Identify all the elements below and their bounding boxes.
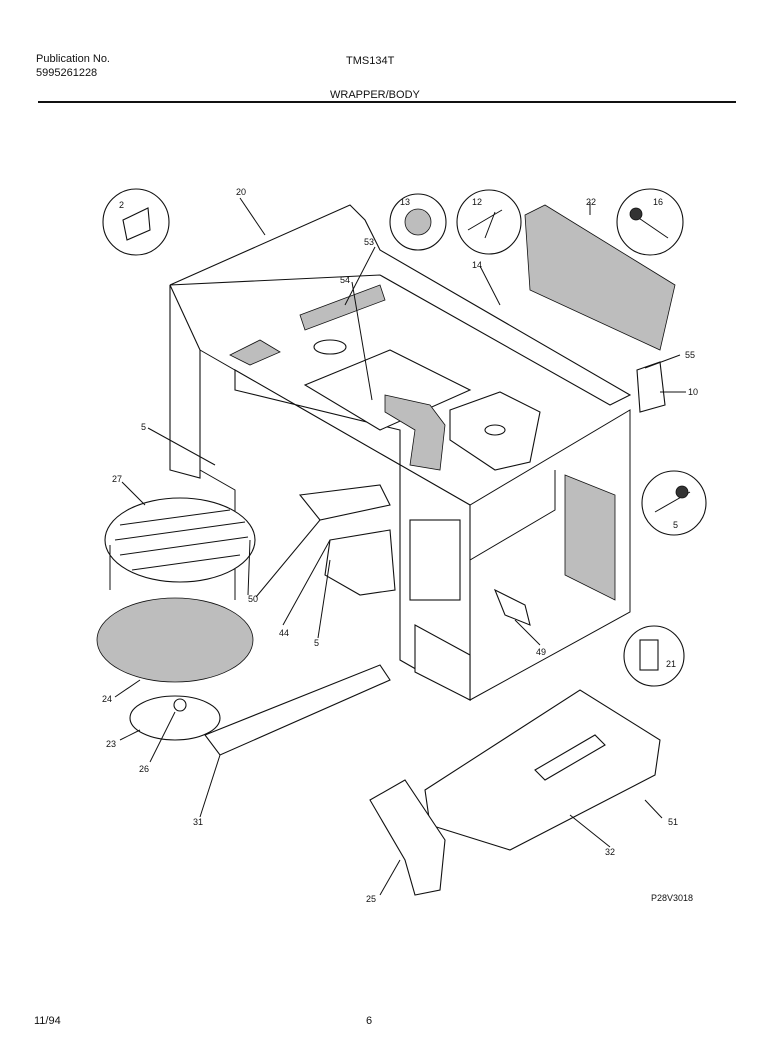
callout-10: 10 — [688, 387, 698, 397]
model-number: TMS134T — [346, 55, 395, 67]
callout-14: 14 — [472, 260, 482, 270]
callout-21: 21 — [666, 659, 676, 669]
callout-13: 13 — [400, 197, 410, 207]
drawing-number: P28V3018 — [651, 893, 693, 903]
callout-44: 44 — [279, 628, 289, 638]
callout-16: 16 — [653, 197, 663, 207]
detail-circles — [102, 188, 707, 687]
leader-lines — [114, 197, 686, 896]
callout-51: 51 — [668, 817, 678, 827]
callout-32: 32 — [605, 847, 615, 857]
callout-53: 53 — [364, 237, 374, 247]
footer-date: 11/94 — [34, 1015, 61, 1027]
callout-2: 2 — [119, 200, 124, 210]
callout-5-right: 5 — [673, 520, 678, 530]
callout-22: 22 — [586, 197, 596, 207]
page-number: 6 — [366, 1015, 373, 1027]
callout-20: 20 — [236, 187, 246, 197]
callout-12: 12 — [472, 197, 482, 207]
header-rule — [38, 101, 736, 103]
callout-23: 23 — [106, 739, 116, 749]
callout-31: 31 — [193, 817, 203, 827]
callout-54: 54 — [340, 275, 350, 285]
turntable-assembly — [96, 497, 256, 741]
callout-25: 25 — [366, 894, 376, 904]
callout-24: 24 — [102, 694, 112, 704]
callout-labels: 2 20 13 12 22 16 53 54 14 55 10 5 27 5 5… — [102, 187, 698, 904]
callout-27: 27 — [112, 474, 122, 484]
callout-55: 55 — [685, 350, 695, 360]
publication-label: Publication No. — [36, 53, 110, 65]
publication-number: 5995261228 — [36, 67, 98, 79]
callout-49: 49 — [536, 647, 546, 657]
section-title: WRAPPER/BODY — [330, 89, 420, 101]
callout-5-center: 5 — [314, 638, 319, 648]
callout-50: 50 — [248, 594, 258, 604]
callout-26: 26 — [139, 764, 149, 774]
rear-panel — [524, 204, 676, 351]
callout-5-left: 5 — [141, 422, 146, 432]
